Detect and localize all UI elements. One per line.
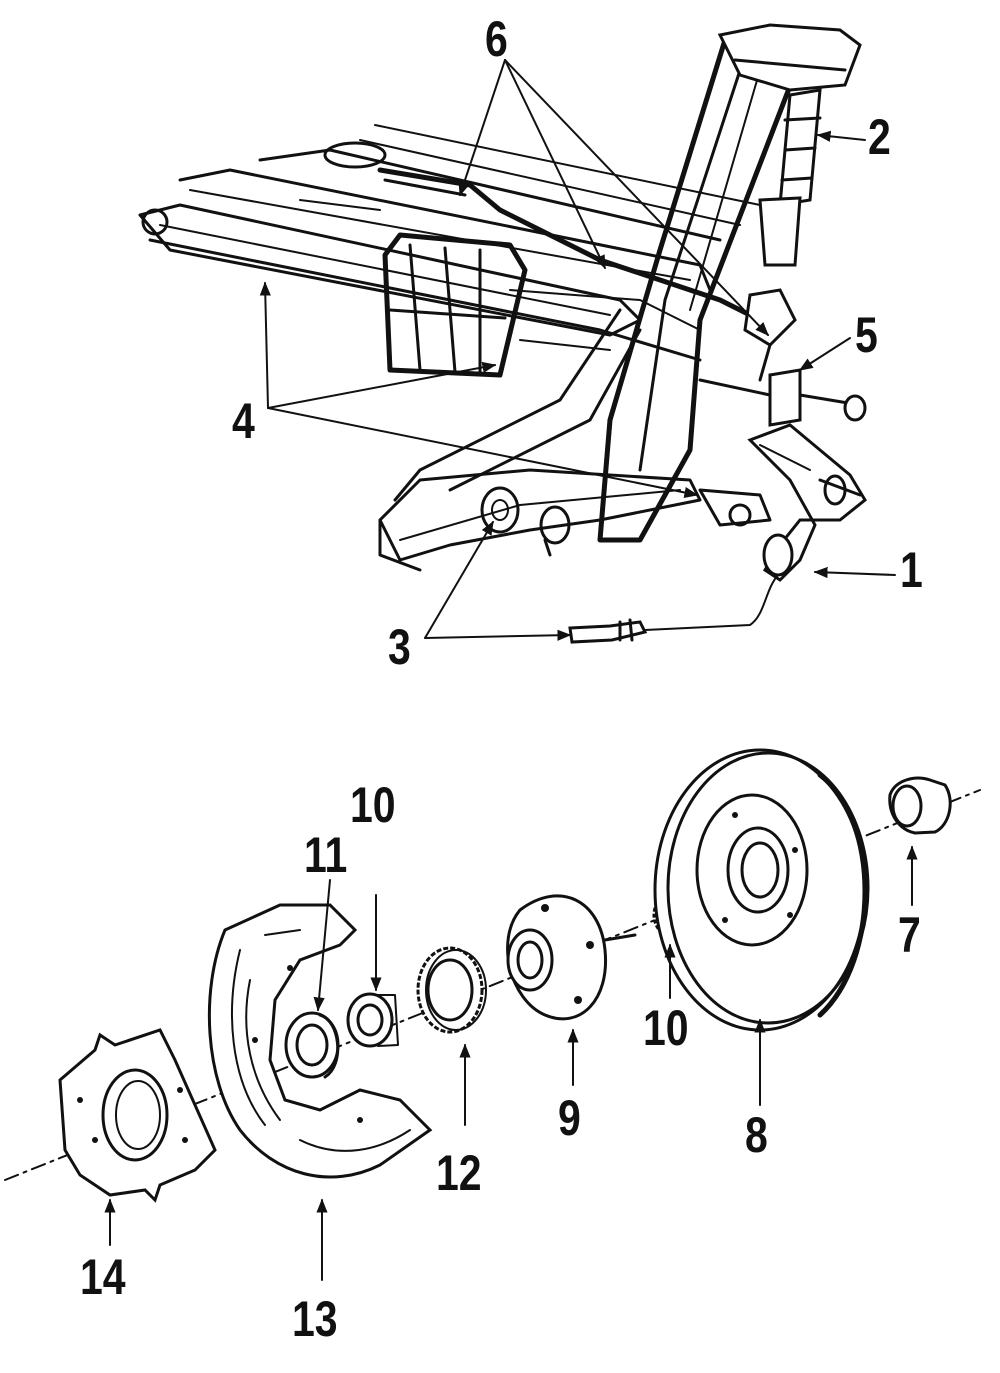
callout-11: 11 [304, 827, 348, 883]
seal-drawing [284, 1011, 340, 1079]
upper-leader-lines [259, 59, 896, 641]
callout-2: 2 [868, 109, 891, 165]
callout-12: 12 [436, 1145, 482, 1201]
splash-shield-drawing [207, 903, 433, 1179]
callout-7: 7 [898, 907, 921, 963]
grease-cap-drawing [888, 776, 952, 835]
strut-mount-drawing [717, 23, 862, 267]
upper-suspension-assembly [138, 23, 896, 644]
callout-10-outer: 10 [643, 1000, 689, 1056]
lower-hub-assembly [4, 748, 981, 1281]
callout-6: 6 [485, 11, 508, 67]
abs-ring-drawing [416, 946, 487, 1034]
callout-14: 14 [80, 1249, 126, 1305]
callout-10-inner: 10 [350, 777, 396, 833]
callout-3: 3 [388, 619, 411, 675]
callout-5: 5 [855, 307, 878, 363]
callout-1: 1 [900, 542, 923, 598]
lower-control-arm-drawing [378, 468, 772, 572]
tie-rod-drawing [698, 368, 867, 427]
callout-9: 9 [558, 1090, 581, 1146]
callout-13: 13 [292, 1291, 338, 1347]
brake-rotor-drawing [653, 748, 870, 1032]
hub-drawing [506, 894, 637, 1021]
lower-arm-bolt-drawing [568, 618, 648, 644]
lower-leader-lines [104, 845, 918, 1281]
callout-8: 8 [745, 1107, 768, 1163]
knuckle-drawing [747, 423, 867, 582]
subframe-drawing [138, 124, 761, 378]
inner-bearing-drawing [346, 992, 399, 1048]
callout-4: 4 [232, 393, 255, 449]
spindle-plate-drawing [58, 1028, 217, 1203]
